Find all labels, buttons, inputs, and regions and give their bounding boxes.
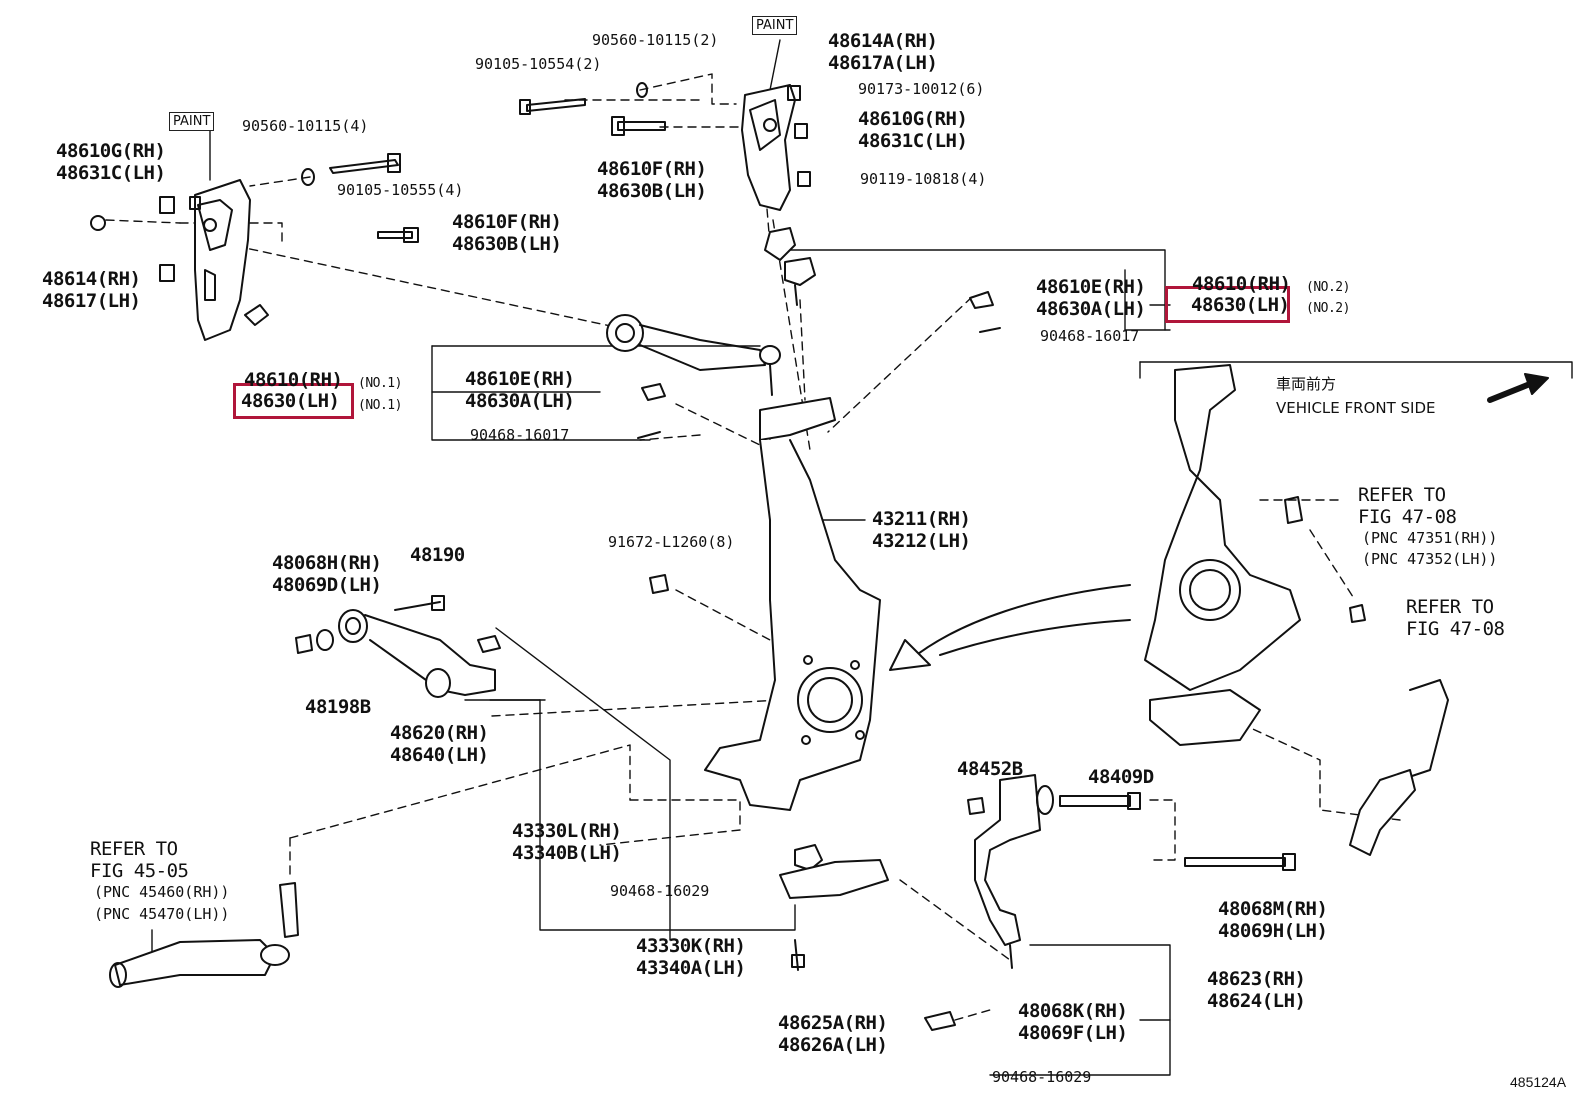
part-label-90105-10555-4[interactable]: 90105-10555(4) — [337, 181, 464, 199]
part-label-48068H-rh[interactable]: 48068H(RH) — [272, 552, 382, 574]
paint-tag-top: PAINT — [752, 16, 798, 35]
refer-fig47-a-line1[interactable]: REFER TO — [1358, 484, 1446, 506]
part-label-43340A-lh[interactable]: 43340A(LH) — [636, 957, 746, 979]
paint-tag-left: PAINT — [169, 112, 215, 131]
part-label-48409D[interactable]: 48409D — [1088, 766, 1154, 788]
lower-arm-48623 — [924, 774, 1296, 1031]
part-label-48610F-rh-top[interactable]: 48610F(RH) — [597, 158, 707, 180]
part-label-48452B[interactable]: 48452B — [957, 758, 1023, 780]
part-label-90560-10115-4[interactable]: 90560-10115(4) — [242, 117, 369, 135]
left-bracket-48614 — [90, 179, 269, 341]
part-label-no2-a: (NO.2) — [1306, 280, 1350, 295]
part-label-48630B-lh-top[interactable]: 48630B(LH) — [597, 180, 707, 202]
part-label-43330L-rh[interactable]: 43330L(RH) — [512, 820, 622, 842]
part-label-90468-16029-a[interactable]: 90468-16029 — [610, 882, 710, 900]
part-label-48610-rh-no1[interactable]: 48610(RH) — [244, 369, 343, 391]
part-label-48640-lh[interactable]: 48640(LH) — [390, 744, 489, 766]
part-label-48069F-lh[interactable]: 48069F(LH) — [1018, 1022, 1128, 1044]
part-label-48625A-rh[interactable]: 48625A(RH) — [778, 1012, 888, 1034]
part-label-48610E-rh-mid[interactable]: 48610E(RH) — [465, 368, 575, 390]
part-label-90105-10554-2[interactable]: 90105-10554(2) — [475, 55, 602, 73]
steering-knuckle — [649, 397, 881, 811]
part-label-48630-lh-no2[interactable]: 48630(LH) — [1191, 294, 1290, 316]
part-label-48631C-lh-top[interactable]: 48631C(LH) — [858, 130, 968, 152]
refer-fig47-a-line3: (PNC 47351(RH)) — [1362, 529, 1498, 547]
part-label-48624-lh[interactable]: 48624(LH) — [1207, 990, 1306, 1012]
upper-ball-joint — [764, 227, 816, 306]
part-label-43330K-rh[interactable]: 43330K(RH) — [636, 935, 746, 957]
tie-rod-end — [109, 882, 299, 988]
part-label-48617-lh[interactable]: 48617(LH) — [42, 290, 141, 312]
part-label-48068K-rh[interactable]: 48068K(RH) — [1018, 1000, 1128, 1022]
figure-id: 485124A — [1510, 1074, 1567, 1090]
top-bracket-48614A — [519, 82, 811, 211]
part-label-90468-16029-b[interactable]: 90468-16029 — [992, 1068, 1092, 1086]
part-label-48630A-lh-mid[interactable]: 48630A(LH) — [465, 390, 575, 412]
part-label-91672-L1260-8[interactable]: 91672-L1260(8) — [608, 533, 735, 551]
part-label-43212-lh[interactable]: 43212(LH) — [872, 530, 971, 552]
highlight-48630-no1 — [233, 383, 354, 419]
part-label-48623-rh[interactable]: 48623(RH) — [1207, 968, 1306, 990]
part-label-43211-rh[interactable]: 43211(RH) — [872, 508, 971, 530]
part-label-48631C-lh-left[interactable]: 48631C(LH) — [56, 162, 166, 184]
view-arrow — [889, 584, 1131, 671]
refer-fig45-line1[interactable]: REFER TO — [90, 838, 178, 860]
lower-arm-48620 — [295, 595, 501, 698]
part-label-90468-16017-right[interactable]: 90468-16017 — [1040, 327, 1140, 345]
part-label-90119-10818-4[interactable]: 90119-10818(4) — [860, 170, 987, 188]
left-bolts — [301, 153, 419, 243]
part-label-48614-rh[interactable]: 48614(RH) — [42, 268, 141, 290]
part-label-48630A-lh-right[interactable]: 48630A(LH) — [1036, 298, 1146, 320]
part-label-no1-a: (NO.1) — [358, 376, 402, 391]
part-label-48069H-lh[interactable]: 48069H(LH) — [1218, 920, 1328, 942]
vehicle-front-arrow — [1487, 373, 1549, 403]
part-label-48626A-lh[interactable]: 48626A(LH) — [778, 1034, 888, 1056]
refer-fig47-b-line1[interactable]: REFER TO — [1406, 596, 1494, 618]
part-label-48610G-rh-left[interactable]: 48610G(RH) — [56, 140, 166, 162]
part-label-90173-10012-6[interactable]: 90173-10012(6) — [858, 80, 985, 98]
part-label-no2-b: (NO.2) — [1306, 301, 1350, 316]
part-label-48198B[interactable]: 48198B — [305, 696, 371, 718]
refer-fig47-a-line4: (PNC 47352(LH)) — [1362, 550, 1498, 568]
refer-fig45-line2[interactable]: FIG 45-05 — [90, 860, 189, 882]
cam-washers — [637, 291, 1001, 439]
part-label-48068M-rh[interactable]: 48068M(RH) — [1218, 898, 1328, 920]
part-label-48069D-lh[interactable]: 48069D(LH) — [272, 574, 382, 596]
part-label-no1-b: (NO.1) — [358, 398, 402, 413]
part-label-43340B-lh[interactable]: 43340B(LH) — [512, 842, 622, 864]
part-label-48630B-lh-left[interactable]: 48630B(LH) — [452, 233, 562, 255]
lower-ball-joint — [779, 844, 889, 971]
part-label-90468-16017-mid[interactable]: 90468-16017 — [470, 426, 570, 444]
part-label-48617A-lh[interactable]: 48617A(LH) — [828, 52, 938, 74]
refer-fig45-line4: (PNC 45470(LH)) — [94, 905, 230, 923]
refer-fig47-b-line2[interactable]: FIG 47-08 — [1406, 618, 1505, 640]
part-label-48610F-rh-left[interactable]: 48610F(RH) — [452, 211, 562, 233]
vehicle-front-label-jp: 車両前方 — [1276, 375, 1337, 393]
refer-fig47-a-line2[interactable]: FIG 47-08 — [1358, 506, 1457, 528]
part-label-48630-lh-no1[interactable]: 48630(LH) — [241, 390, 340, 412]
part-label-48614A-rh[interactable]: 48614A(RH) — [828, 30, 938, 52]
refer-fig45-line3: (PNC 45460(RH)) — [94, 883, 230, 901]
part-label-48610G-rh-top[interactable]: 48610G(RH) — [858, 108, 968, 130]
highlight-48630-no2 — [1165, 286, 1290, 323]
part-label-48610-rh-no2[interactable]: 48610(RH) — [1192, 273, 1291, 295]
part-label-90560-10115-2[interactable]: 90560-10115(2) — [592, 31, 719, 49]
upper-arm-no1 — [606, 314, 781, 396]
part-label-48620-rh[interactable]: 48620(RH) — [390, 722, 489, 744]
part-label-48610E-rh-right[interactable]: 48610E(RH) — [1036, 276, 1146, 298]
knuckle-side-view — [1144, 364, 1449, 856]
vehicle-front-label-en: VEHICLE FRONT SIDE — [1276, 399, 1436, 417]
part-label-48190[interactable]: 48190 — [410, 544, 465, 566]
